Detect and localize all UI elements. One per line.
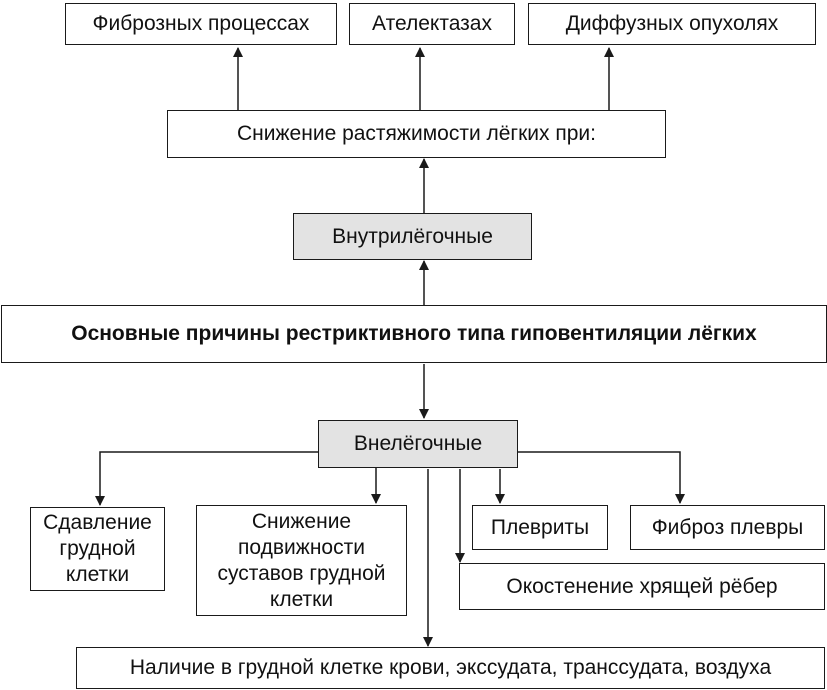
cause-atelectasis: Ателектазах xyxy=(349,3,515,45)
cause-pleural-fibrosis: Фиброз плевры xyxy=(630,505,825,550)
cause-fibrosis: Фиброзных процессах xyxy=(65,3,337,45)
cause-chest-compression: Сдавление грудной клетки xyxy=(30,507,165,591)
compliance-reduction-box: Снижение растяжимости лёгких при: xyxy=(167,110,666,158)
intrapulmonary-box: Внутрилёгочные xyxy=(293,213,532,260)
cause-rib-cartilage-ossification: Окостенение хрящей рёбер xyxy=(459,563,825,610)
cause-diffuse-tumors: Диффузных опухолях xyxy=(528,3,816,45)
cause-pleurisy: Плевриты xyxy=(472,505,608,550)
arrow-to-mobility xyxy=(318,466,381,504)
arrow-to-compression xyxy=(95,451,318,506)
extrapulmonary-box: Внелёгочные xyxy=(318,420,518,468)
cause-joint-mobility: Снижение подвижности суставов грудной кл… xyxy=(196,505,407,616)
arrow-to-pleural-fibrosis xyxy=(518,451,685,504)
cause-thoracic-fluids: Наличие в грудной клетке крови, экссудат… xyxy=(76,647,825,689)
main-title-box: Основные причины рестриктивного типа гип… xyxy=(1,305,827,363)
